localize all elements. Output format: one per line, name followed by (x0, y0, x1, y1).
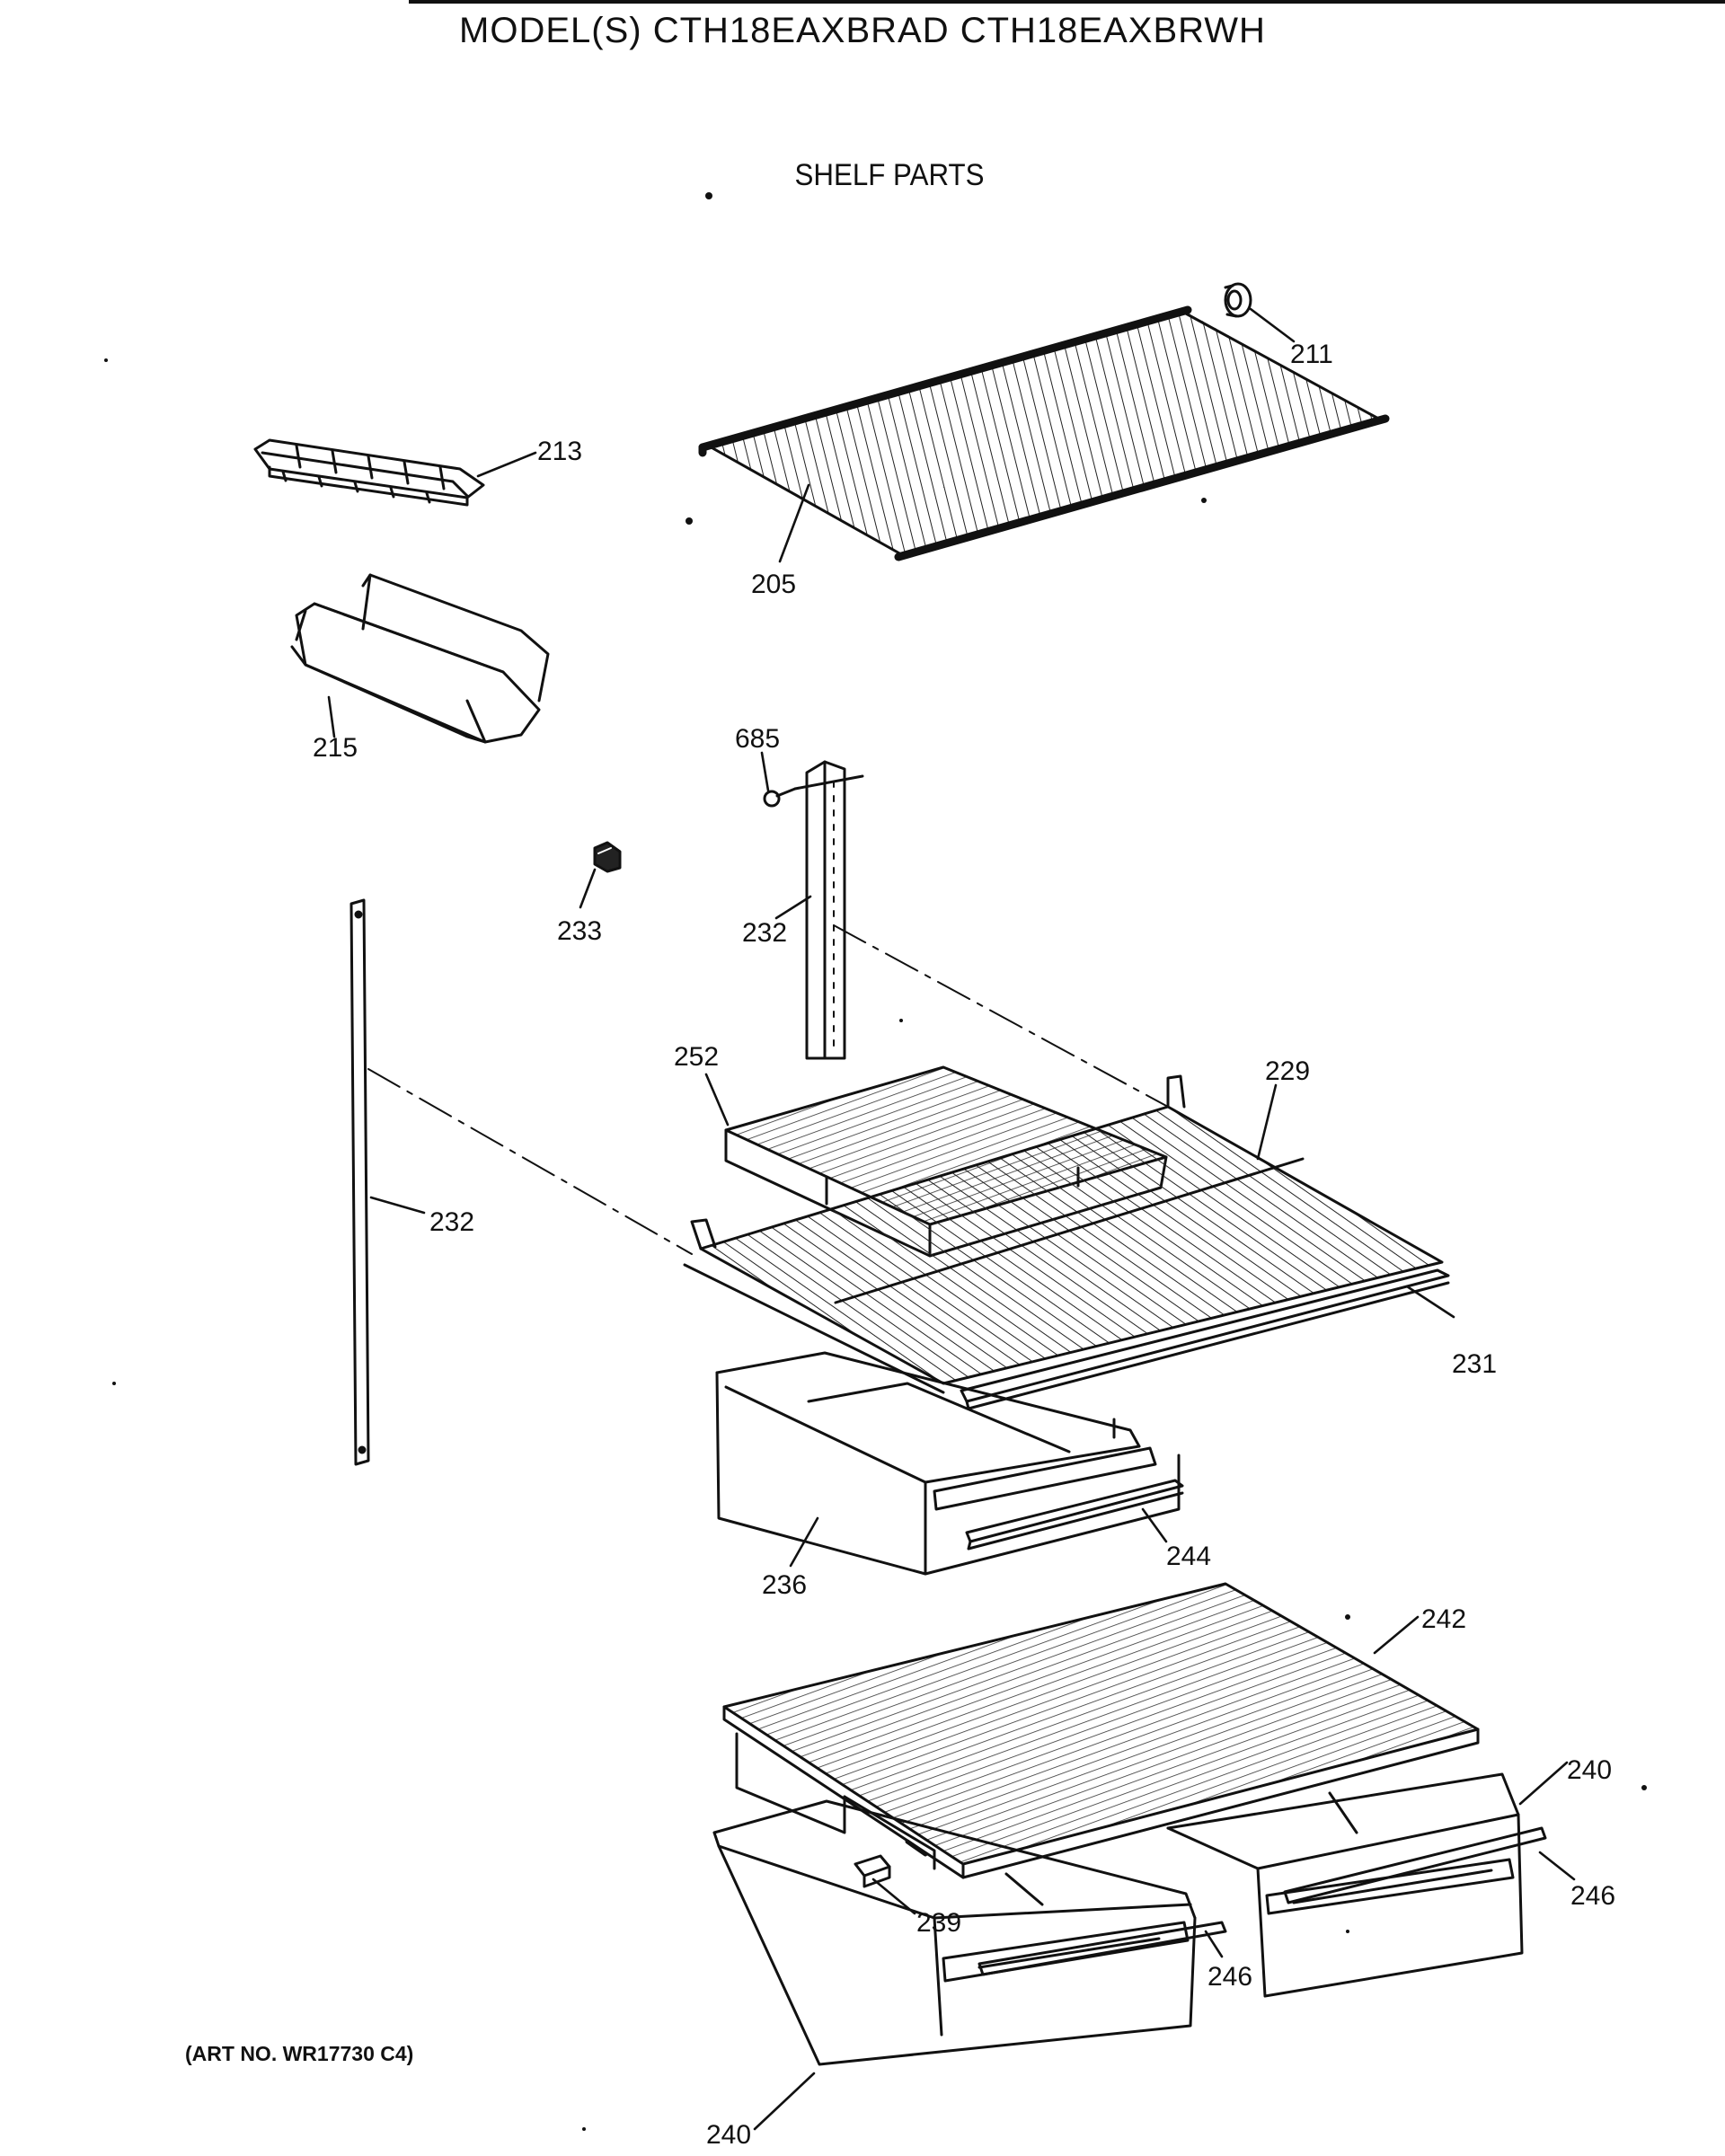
callout-242: 242 (1421, 1604, 1466, 1634)
callout-205: 205 (751, 570, 796, 599)
wire-shelf-205 (698, 305, 1390, 561)
callout-685: 685 (735, 724, 780, 754)
callout-211: 211 (1290, 340, 1333, 369)
door-bin-215 (290, 573, 550, 744)
drawer-handle-246-right (1283, 1826, 1547, 1904)
drawer-handle-246-left (978, 1921, 1227, 1976)
callout-240-right: 240 (1567, 1755, 1612, 1785)
shelf-stop-211 (1224, 282, 1252, 318)
ice-tray-213 (253, 438, 485, 507)
callout-236: 236 (762, 1570, 807, 1600)
scan-specks (104, 192, 1647, 2131)
leader-lines (327, 307, 1576, 2131)
crisper-drawer-240-left (712, 1799, 1197, 2066)
model-title: MODEL(S) CTH18EAXBRAD CTH18EAXBRWH (459, 11, 1266, 50)
callout-labels: 211 213 205 215 685 233 232 232 252 229 … (313, 340, 1615, 2150)
callout-232-upper: 232 (742, 918, 787, 948)
callout-233: 233 (557, 916, 602, 946)
clip-233 (593, 841, 622, 873)
shelf-rail-232-upper (793, 760, 864, 1060)
alignment-lines (367, 924, 1169, 1255)
callout-246-left: 246 (1208, 1962, 1252, 1992)
shelf-rail-232-left (349, 898, 370, 1466)
top-rule (409, 0, 1725, 4)
screw-685 (763, 787, 797, 808)
callout-252: 252 (674, 1042, 719, 1072)
section-title: SHELF PARTS (794, 158, 985, 192)
shelf-frame-229 (683, 1074, 1444, 1394)
callout-215: 215 (313, 733, 358, 763)
callout-213: 213 (537, 437, 582, 466)
callout-246-right: 246 (1570, 1881, 1615, 1911)
meat-pan-236 (715, 1351, 1181, 1576)
support-rail-239 (854, 1854, 891, 1888)
callout-229: 229 (1265, 1056, 1310, 1086)
crisper-cover-242 (722, 1582, 1480, 1879)
callout-244: 244 (1166, 1542, 1211, 1571)
callout-232-left: 232 (429, 1207, 474, 1237)
crisper-drawer-240-right (1166, 1772, 1524, 1998)
callout-239: 239 (916, 1908, 961, 1938)
callout-231: 231 (1452, 1349, 1497, 1379)
callout-240-left: 240 (706, 2120, 751, 2150)
pan-handle-244 (965, 1479, 1184, 1551)
art-number: (ART NO. WR17730 C4) (185, 2042, 414, 2065)
